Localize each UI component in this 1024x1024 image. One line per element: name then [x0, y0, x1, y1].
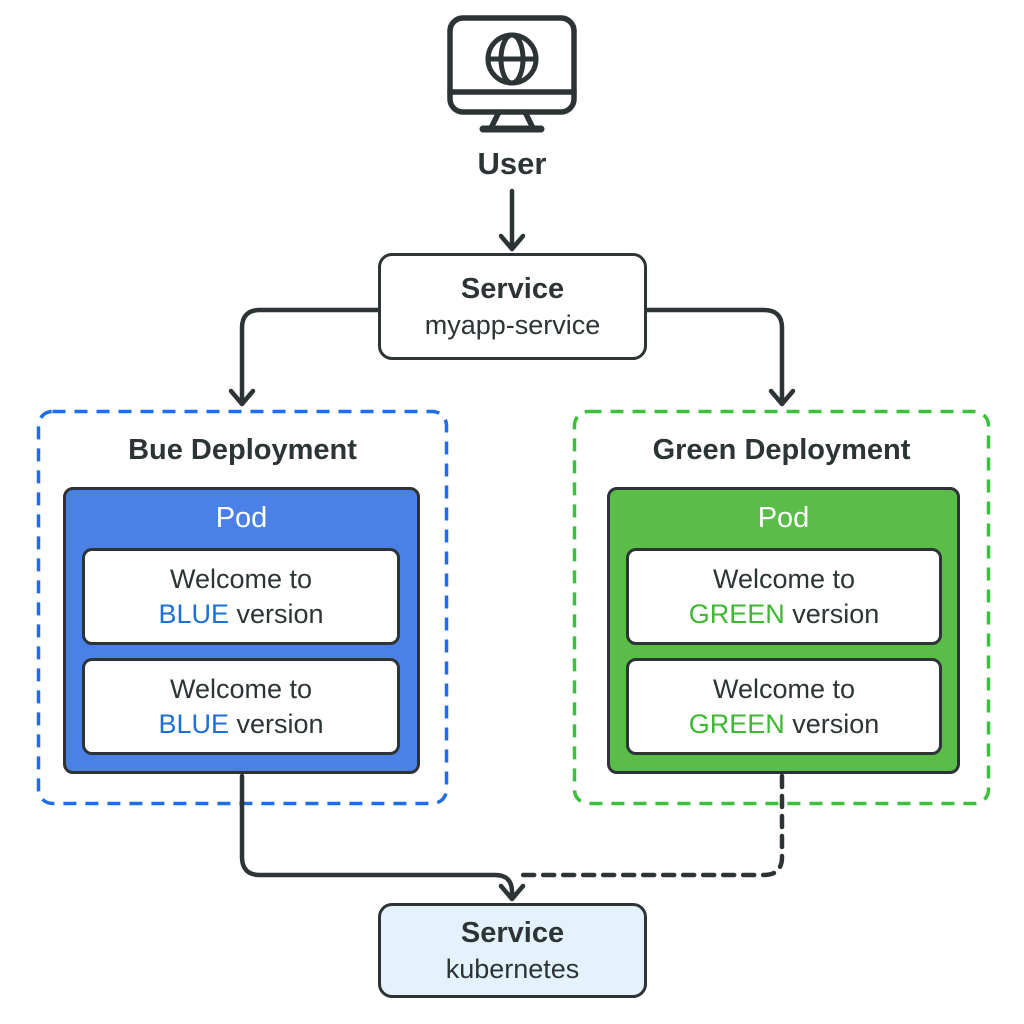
- monitor-globe-icon: [447, 15, 577, 133]
- blue-pod-label: Pod: [215, 502, 268, 534]
- monitor-stand-legs: [489, 109, 535, 129]
- blue-replica-1-rest: version: [229, 598, 324, 629]
- green-deployment-title: Green Deployment: [652, 434, 911, 466]
- arrowhead-blue-to-kubernetes: [498, 883, 526, 902]
- service-kubernetes-title: Service: [460, 916, 565, 949]
- blue-deployment-title: Bue Deployment: [128, 434, 357, 466]
- green-replica-2-line2: GREEN version: [689, 707, 880, 742]
- service-kubernetes-subtitle: kubernetes: [445, 953, 580, 984]
- user-label: User: [477, 146, 547, 181]
- arrowhead-service-to-blue: [228, 388, 256, 407]
- blue-highlight: BLUE: [158, 708, 229, 739]
- blue-deployment-group: Bue Deployment: [37, 410, 448, 805]
- green-highlight: GREEN: [688, 598, 785, 629]
- arrowhead-service-to-green: [768, 388, 796, 407]
- service-myapp-node: Service myapp-service: [378, 253, 647, 360]
- green-replica-1-line1: Welcome to: [712, 563, 856, 594]
- service-myapp-subtitle: myapp-service: [424, 309, 601, 340]
- monitor-screen: [447, 15, 577, 115]
- arrow-service-to-blue: [239, 307, 386, 403]
- arrowhead-user-to-service: [498, 233, 526, 252]
- service-myapp-title: Service: [460, 272, 565, 305]
- blue-highlight: BLUE: [158, 598, 229, 629]
- blue-replica-1-line2: BLUE version: [158, 597, 323, 632]
- blue-replica-2-line1: Welcome to: [169, 673, 313, 704]
- service-kubernetes-node: Service kubernetes: [378, 903, 647, 998]
- green-pod-label: Pod: [757, 502, 810, 534]
- blue-replica-2-line2: BLUE version: [158, 707, 323, 742]
- green-replica-2-line1: Welcome to: [712, 673, 856, 704]
- green-replica-1-line2: GREEN version: [689, 597, 880, 632]
- green-deployment-group: Green Deployment: [573, 410, 990, 805]
- blue-replica-2-rest: version: [229, 708, 324, 739]
- green-replica-2: Welcome to GREEN version: [626, 658, 942, 755]
- green-replica-2-rest: version: [784, 708, 880, 739]
- green-replica-1: Welcome to GREEN version: [626, 548, 942, 645]
- green-replica-1-rest: version: [784, 598, 880, 629]
- arrow-service-to-green: [641, 307, 785, 403]
- blue-replica-1-line1: Welcome to: [169, 563, 313, 594]
- blue-replica-2: Welcome to BLUE version: [82, 658, 400, 755]
- blue-replica-1: Welcome to BLUE version: [82, 548, 400, 645]
- green-highlight: GREEN: [688, 708, 785, 739]
